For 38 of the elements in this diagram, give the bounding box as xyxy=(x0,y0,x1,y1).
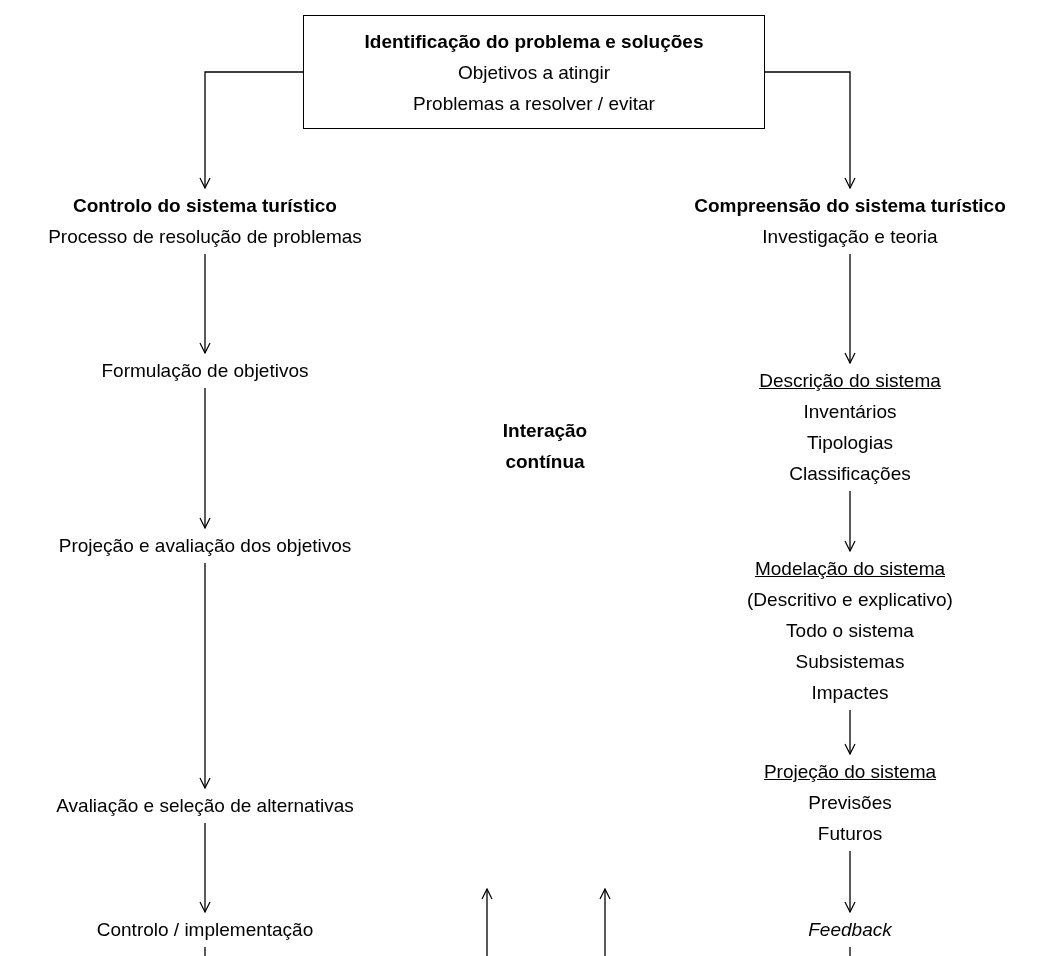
arrow xyxy=(844,850,856,913)
step-item: Impactes xyxy=(810,681,890,705)
step-text: Formulação de objetivos xyxy=(100,359,310,383)
step-item: Tipologias xyxy=(806,431,894,455)
step-item: Subsistemas xyxy=(794,650,906,674)
arrow xyxy=(199,822,211,913)
box-text: Problemas a resolver / evitar xyxy=(412,92,656,116)
connector-line xyxy=(849,946,851,956)
step-item: Todo o sistema xyxy=(785,619,915,643)
connector-line xyxy=(204,946,206,956)
box-text: Objetivos a atingir xyxy=(456,61,612,85)
step-text: Avaliação e seleção de alternativas xyxy=(55,794,355,818)
column-heading: Compreensão do sistema turístico xyxy=(693,194,1007,218)
arrow xyxy=(199,253,211,354)
box-heading: Identificação do problema e soluções xyxy=(363,30,705,54)
arrow xyxy=(199,562,211,789)
arrow xyxy=(199,387,211,529)
step-item: Inventários xyxy=(802,400,898,424)
step-heading: Modelação do sistema xyxy=(753,557,947,581)
arrow xyxy=(199,71,304,189)
step-item: Previsões xyxy=(807,791,893,815)
process-box xyxy=(303,15,765,129)
column-subheading: Investigação e teoria xyxy=(761,225,939,249)
arrow xyxy=(844,490,856,552)
step-item: Classificações xyxy=(788,462,912,486)
step-item: Futuros xyxy=(816,822,884,846)
step-text: Controlo / implementação xyxy=(95,918,315,942)
column-heading: Controlo do sistema turístico xyxy=(72,194,338,218)
step-text: Feedback xyxy=(807,918,893,942)
column-subheading: Processo de resolução de problemas xyxy=(47,225,363,249)
center-label: Interação contínua xyxy=(501,419,589,474)
step-heading: Descrição do sistema xyxy=(758,369,942,393)
step-item: (Descritivo e explicativo) xyxy=(746,588,954,612)
step-text: Projeção e avaliação dos objetivos xyxy=(57,534,353,558)
arrow xyxy=(844,709,856,755)
arrow xyxy=(844,253,856,364)
step-heading: Projeção do sistema xyxy=(762,760,938,784)
arrow xyxy=(764,71,856,189)
